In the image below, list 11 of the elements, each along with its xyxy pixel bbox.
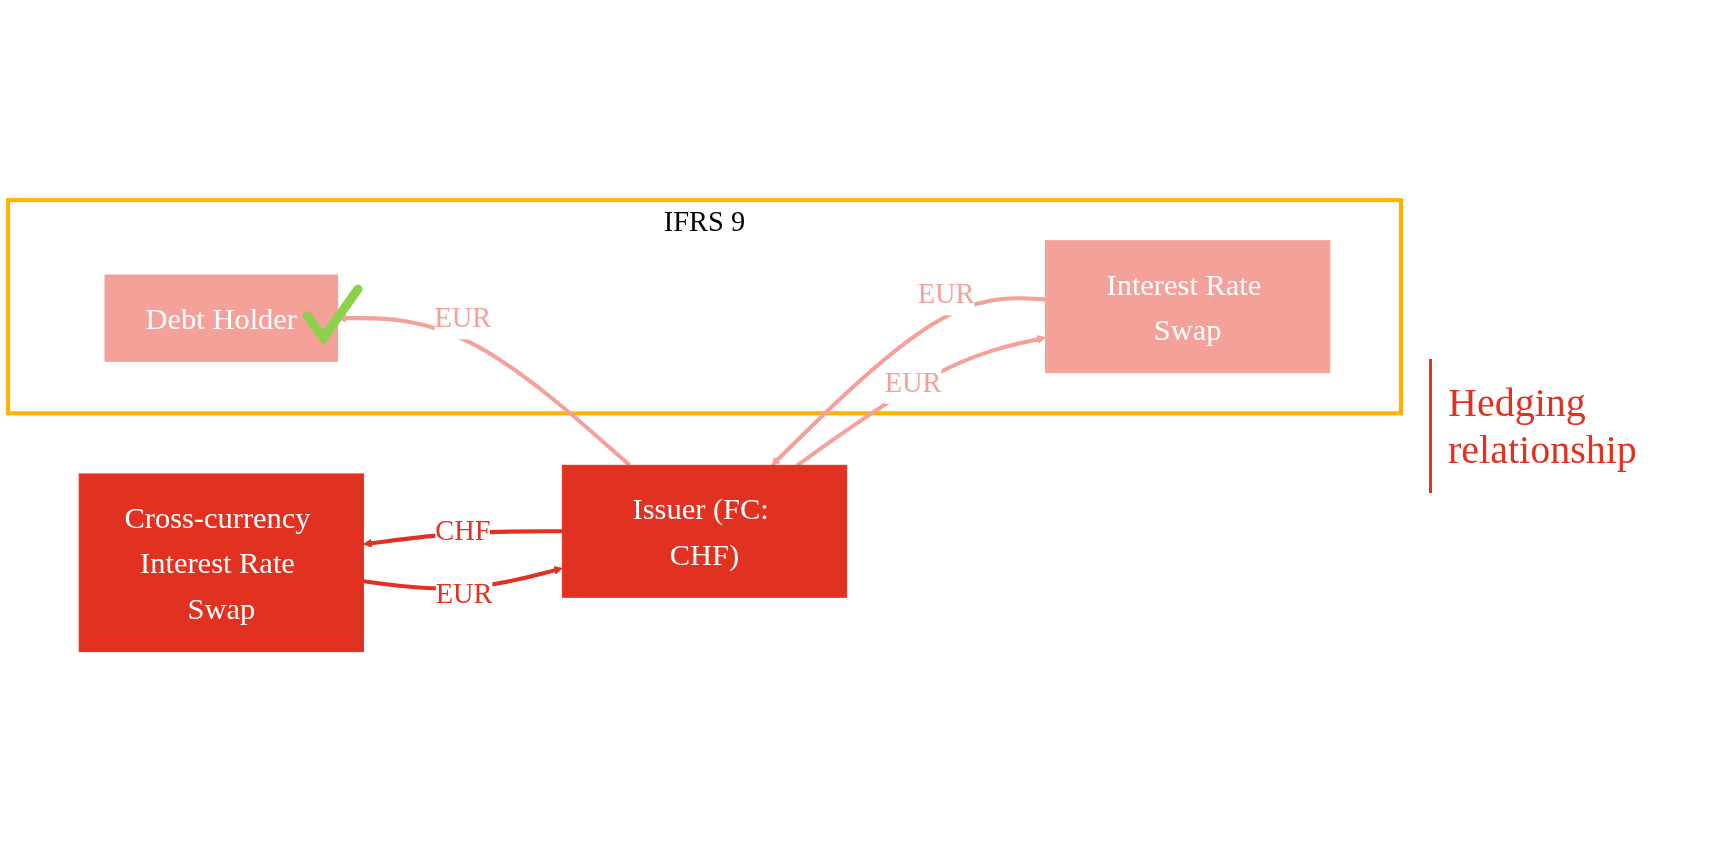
edge-label: EUR [435, 577, 493, 609]
edge-label: EUR [884, 366, 942, 398]
edge-label: EUR [434, 301, 492, 333]
node-box: Debt Holder [104, 274, 339, 362]
arrow [771, 295, 1046, 466]
edge-label: CHF [435, 514, 491, 547]
node-box: Cross-currency Interest Rate Swap [78, 473, 364, 652]
bracket-label: Hedging relationship [1429, 358, 1689, 493]
node-box: Interest Rate Swap [1045, 239, 1331, 373]
node-box: Issuer (FC: CHF) [561, 464, 848, 598]
edge-label: EUR [917, 277, 975, 310]
